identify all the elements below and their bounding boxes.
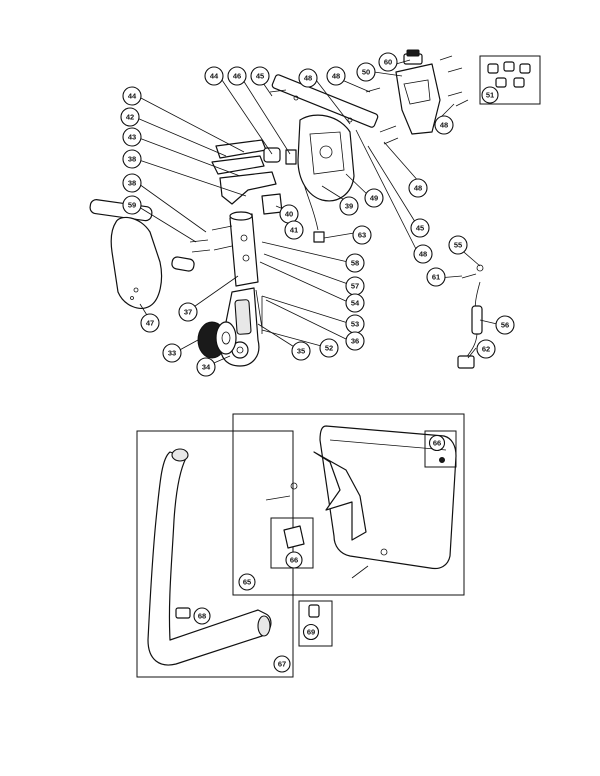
svg-text:35: 35 (297, 347, 305, 356)
callout-69: 69 (302, 623, 320, 641)
svg-text:65: 65 (243, 578, 251, 587)
svg-text:56: 56 (501, 321, 509, 330)
callout-48c: 48 (434, 115, 454, 135)
roller-drum (197, 321, 237, 359)
svg-text:53: 53 (351, 320, 359, 329)
left-handle-shroud (89, 199, 195, 309)
inset-caps (479, 55, 541, 105)
svg-text:48: 48 (440, 121, 448, 130)
svg-text:67: 67 (278, 660, 286, 669)
callout-66b: 66 (285, 551, 303, 569)
callout-61: 61 (426, 267, 446, 287)
svg-text:48: 48 (419, 250, 427, 259)
callout-33: 33 (162, 343, 182, 363)
screws (189, 55, 484, 279)
svg-text:69: 69 (307, 628, 315, 637)
callout-59: 59 (122, 195, 142, 215)
callout-68: 68 (193, 607, 211, 625)
svg-text:40: 40 (285, 210, 293, 219)
svg-text:60: 60 (384, 58, 392, 67)
callout-47: 47 (140, 313, 160, 333)
callout-46: 46 (227, 66, 247, 86)
svg-text:38: 38 (128, 179, 136, 188)
svg-text:54: 54 (351, 299, 360, 308)
svg-text:48: 48 (304, 74, 312, 83)
callout-55: 55 (448, 235, 468, 255)
svg-text:51: 51 (486, 91, 494, 100)
svg-text:62: 62 (482, 345, 490, 354)
svg-text:48: 48 (332, 72, 340, 81)
callout-60: 60 (378, 52, 398, 72)
callout-48b: 48 (326, 66, 346, 86)
upright-tube (211, 211, 259, 287)
svg-text:50: 50 (362, 68, 370, 77)
svg-text:66: 66 (290, 556, 298, 565)
svg-text:39: 39 (345, 202, 353, 211)
svg-text:45: 45 (416, 224, 424, 233)
svg-text:49: 49 (370, 194, 378, 203)
callout-48a: 48 (298, 68, 318, 88)
callout-63: 63 (352, 225, 372, 245)
sensor-cable (457, 281, 483, 369)
callout-51: 51 (481, 86, 499, 104)
callout-34: 34 (196, 357, 216, 377)
callout-45a: 45 (250, 66, 270, 86)
svg-text:66: 66 (433, 439, 441, 448)
callout-65: 65 (238, 573, 256, 591)
svg-text:61: 61 (432, 273, 440, 282)
svg-text:46: 46 (233, 72, 241, 81)
svg-text:42: 42 (126, 113, 134, 122)
callout-56: 56 (495, 315, 515, 335)
callout-38a: 38 (122, 149, 142, 169)
callout-52: 52 (319, 338, 339, 358)
callout-48e: 48 (413, 244, 433, 264)
callout-67: 67 (273, 655, 291, 673)
callout-58: 58 (345, 253, 365, 273)
svg-text:57: 57 (351, 282, 359, 291)
svg-text:48: 48 (414, 184, 422, 193)
svg-text:58: 58 (351, 259, 359, 268)
callout-39: 39 (339, 196, 359, 216)
callout-66a: 66 (428, 434, 446, 452)
svg-text:68: 68 (198, 612, 206, 621)
svg-text:37: 37 (184, 308, 192, 317)
svg-text:63: 63 (358, 231, 366, 240)
svg-text:44: 44 (128, 92, 137, 101)
callout-45b: 45 (410, 218, 430, 238)
callout-53: 53 (345, 314, 365, 334)
callout-36: 36 (345, 331, 365, 351)
callout-57: 57 (345, 276, 365, 296)
callout-41: 41 (284, 220, 304, 240)
svg-text:33: 33 (168, 349, 176, 358)
svg-text:43: 43 (128, 133, 136, 142)
leader-lines (136, 59, 498, 367)
callout-62: 62 (476, 339, 496, 359)
callout-42: 42 (120, 107, 140, 127)
svg-text:38: 38 (128, 155, 136, 164)
svg-text:55: 55 (454, 241, 462, 250)
callout-49: 49 (364, 188, 384, 208)
top-bracket (395, 49, 441, 135)
callout-50: 50 (356, 62, 376, 82)
svg-text:59: 59 (128, 201, 136, 210)
svg-text:34: 34 (202, 363, 211, 372)
callout-48d: 48 (408, 178, 428, 198)
svg-text:41: 41 (290, 226, 298, 235)
callout-54: 54 (345, 293, 365, 313)
callout-44a: 44 (204, 66, 224, 86)
callout-37: 37 (178, 302, 198, 322)
console-body (271, 74, 379, 202)
callout-43: 43 (122, 127, 142, 147)
svg-text:47: 47 (146, 319, 154, 328)
callout-44b: 44 (122, 86, 142, 106)
callout-40: 40 (279, 204, 299, 224)
svg-text:36: 36 (351, 337, 359, 346)
svg-text:52: 52 (325, 344, 333, 353)
svg-text:45: 45 (256, 72, 264, 81)
svg-text:44: 44 (210, 72, 219, 81)
bottom-panels (136, 413, 465, 678)
callout-38b: 38 (122, 173, 142, 193)
callout-35: 35 (291, 341, 311, 361)
